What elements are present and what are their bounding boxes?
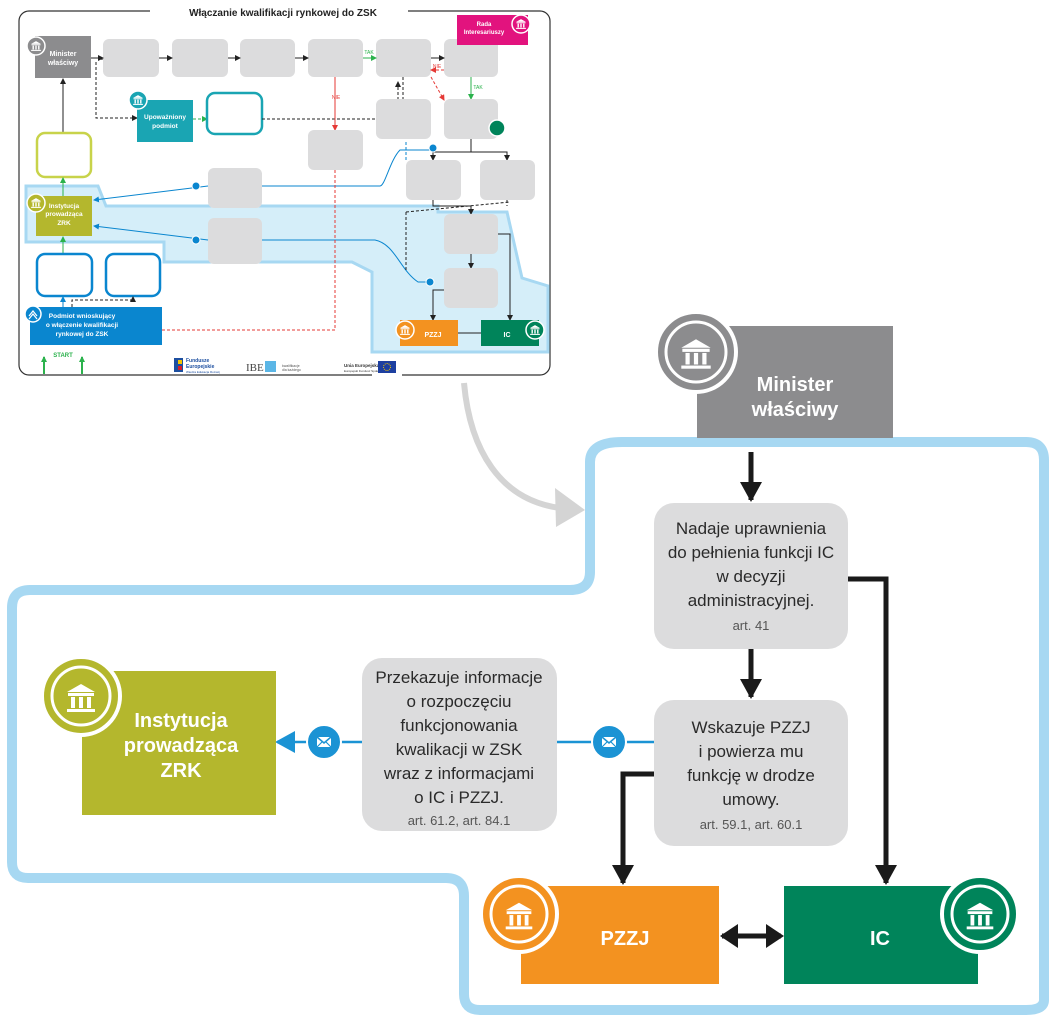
overview-step-6 — [444, 39, 498, 77]
overview-tak-2: TAK — [473, 85, 483, 91]
detail-przekazuje-ref: art. 61.2, art. 84.1 — [408, 813, 511, 828]
overview-step-4 — [308, 39, 363, 77]
detail-pzzj-label: PZZJ — [601, 928, 650, 950]
detail-przekazuje-l4: kwalikacji w ZSK — [396, 740, 523, 759]
overview-podmiot-l2: o włączenie kwalifikacji — [46, 322, 118, 329]
overview-envelope-1 — [428, 143, 438, 153]
overview-envelope-2 — [425, 277, 435, 287]
overview-podmiot-l1: Podmiot wnioskujący — [49, 313, 116, 320]
overview-certificate-icon — [488, 119, 506, 137]
detail-przekazuje-l2: o rozpoczęciu — [407, 692, 512, 711]
overview-upowazniony-step — [205, 91, 264, 136]
fundusze-l2: Europejskie — [186, 364, 215, 370]
overview-nadaje — [444, 214, 498, 254]
detail-nadaje-l2: do pełnienia funkcji IC — [668, 543, 834, 562]
detail-instytucja-l3: ZRK — [160, 760, 202, 782]
overview-step-5 — [376, 39, 431, 77]
overview-step-11 — [208, 168, 262, 208]
overview-step-2 — [172, 39, 228, 77]
ibe-logo: IBE — [246, 362, 264, 374]
detail-przekazuje-l1: Przekazuje informacje — [375, 668, 542, 687]
overview-podmiot-l3: rynkowej do ZSK — [56, 331, 109, 338]
detail-nadaje-l1: Nadaje uprawnienia — [676, 519, 827, 538]
overview-ic-label: IC — [504, 332, 511, 339]
overview-olive-step — [35, 131, 93, 179]
ibe-sub-l2: dla każdego — [282, 368, 301, 372]
ibe-sub-l1: kwalifikacje — [282, 364, 300, 368]
overview-rada-l1: Rada — [477, 22, 492, 28]
overview-upowazniony-l1: Upoważniony — [144, 114, 186, 121]
zoom-arrow — [461, 382, 561, 511]
detail-przekazuje-l5: wraz z informacjami — [383, 764, 534, 783]
overview-step-8 — [444, 99, 498, 139]
overview-blue-step-2 — [104, 252, 162, 298]
zoom-arrowhead — [555, 488, 585, 527]
overview-step-10 — [480, 160, 535, 200]
fundusze-l3: Wiedza Edukacja Rozwój — [186, 370, 220, 374]
overview-step-9 — [406, 160, 461, 200]
overview-upowazniony-l2: podmiot — [152, 123, 178, 130]
detail-instytucja-l1: Instytucja — [134, 710, 228, 732]
detail-minister-l2: właściwy — [751, 399, 840, 421]
overview-wskazuje — [444, 268, 498, 308]
overview-podmiot — [30, 307, 162, 345]
detail-przekazuje-box — [362, 658, 557, 831]
overview-step-1 — [103, 39, 159, 77]
overview-step-nie — [308, 130, 363, 170]
detail-wskazuje-l4: umowy. — [722, 790, 779, 809]
eu-flag — [378, 361, 396, 373]
detail-nadaje-ref: art. 41 — [733, 618, 770, 633]
detail-instytucja-l2: prowadząca — [124, 735, 239, 757]
detail-nadaje-to-ic — [848, 576, 897, 885]
fundusze-l1: Fundusze — [186, 358, 210, 364]
overview-map: Włączanie kwalifikacji rynkowej do ZSK M… — [18, 4, 551, 382]
detail-wskazuje-l2: i powierza mu — [699, 742, 804, 761]
detail-nadaje-box — [654, 503, 848, 649]
overview-minister-l2: właściwy — [47, 60, 78, 67]
overview-title: Włączanie kwalifikacji rynkowej do ZSK — [189, 8, 378, 19]
overview-start: START — [53, 353, 73, 359]
overview-rada-l2: Interesariuszy — [464, 30, 505, 36]
ue-l2: Europejski Fundusz Społeczny — [344, 369, 386, 373]
overview-logos: Fundusze Europejskie Wiedza Edukacja Roz… — [174, 358, 396, 374]
ue-l1: Unia Europejska — [344, 363, 380, 368]
detail-ic-label: IC — [870, 928, 890, 950]
overview-highlight — [24, 184, 550, 354]
overview-step-3 — [240, 39, 295, 77]
overview-nie-2: NIE — [433, 64, 442, 70]
overview-upowazniony — [137, 100, 193, 142]
detail-minister-l1: Minister — [757, 374, 834, 396]
fundusze-logo — [174, 358, 183, 372]
detail-wskazuje-l3: funkcję w drodze — [687, 766, 815, 785]
overview-instytucja-l1: Instytucja — [49, 203, 80, 210]
overview-minister-l1: Minister — [50, 51, 77, 58]
overview-blue-step-1 — [35, 252, 94, 298]
overview-tak-1: TAK — [364, 50, 374, 56]
detail-przekazuje-l6: o IC i PZZJ. — [414, 788, 504, 807]
detail-nadaje-l4: administracyjnej. — [688, 591, 815, 610]
overview-step-7 — [376, 99, 431, 139]
detail-nadaje-l3: w decyzji — [716, 567, 786, 586]
overview-pzzj-label: PZZJ — [424, 332, 441, 339]
overview-instytucja-l2: prowadząca — [45, 211, 83, 218]
detail-wskazuje-to-pzzj — [612, 771, 654, 885]
overview-nie-1: NIE — [332, 95, 341, 101]
overview-przekazuje — [208, 218, 262, 264]
detail-wskazuje-l1: Wskazuje PZZJ — [691, 718, 810, 737]
overview-instytucja-l3: ZRK — [57, 220, 71, 227]
detail-wskazuje-box — [654, 700, 848, 846]
detail-minister-bank-icon — [654, 310, 738, 394]
detail-przekazuje-l3: funkcjonowania — [400, 716, 518, 735]
detail-wskazuje-ref: art. 59.1, art. 60.1 — [700, 817, 803, 832]
